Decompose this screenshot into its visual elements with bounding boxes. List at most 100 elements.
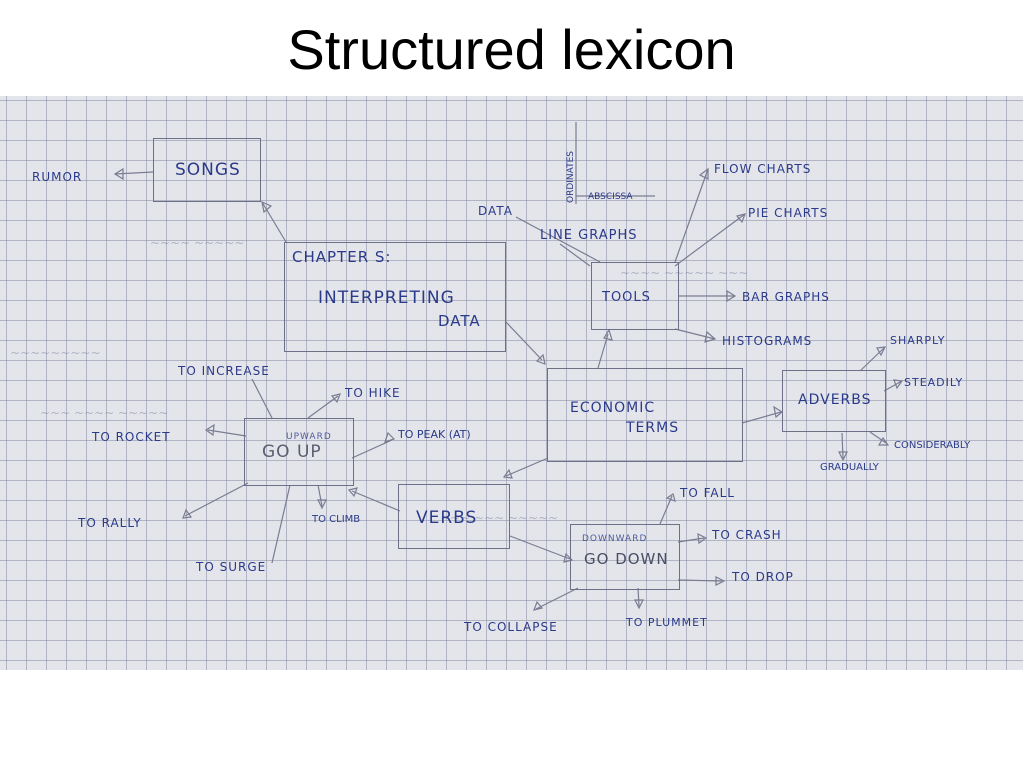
go-down-note: DOWNWARD [582,534,648,544]
chapter-title-line2: DATA [438,312,481,330]
bleed-through-text: ~~~~ ~~~~~ ~~~ [620,266,749,280]
to-hike-label: TO HIKE [345,386,401,400]
go-up-label: GO UP [262,442,322,462]
adverbs-label: ADVERBS [798,392,872,408]
arrowhead [697,532,708,545]
connector [505,457,549,477]
bleed-through-text: ~~~ ~~~ ~~~~~ [440,511,559,525]
economic-terms-line1: ECONOMIC [570,400,656,416]
arrowhead [563,552,574,563]
go-up-note: UPWARD [286,432,332,442]
arrowhead [330,393,341,404]
connector [515,216,601,263]
to-increase-label: TO INCREASE [178,364,270,378]
verbs-label: VERBS [416,508,478,528]
connector [271,484,291,564]
connector [307,395,339,419]
arrowhead [502,468,513,479]
arrowhead [876,346,887,357]
connector [207,429,247,437]
histograms-label: HISTOGRAMS [722,334,813,348]
connector [674,168,709,263]
connector [535,587,579,610]
to-fall-label: TO FALL [680,486,735,500]
arrowhead [384,431,396,443]
connector [351,439,393,459]
arrowhead [665,493,676,502]
connector [251,378,273,419]
to-climb-label: TO CLIMB [312,514,361,525]
steadily-label: STEADILY [904,376,964,389]
arrowhead [698,167,709,180]
arrowhead [715,576,726,586]
bleed-through-text: ~~~~~~~~~ [10,346,101,360]
connector [505,321,543,361]
arrowhead [877,436,890,446]
gradually-label: GRADUALLY [820,462,879,473]
arrowhead [535,353,546,365]
arrowhead [182,508,193,519]
bleed-through-text: ~~~~ ~~~~~ [150,236,245,250]
go-down-label: GO DOWN [584,550,669,568]
bar-graphs-label: BAR GRAPHS [742,290,830,304]
adverbs-box [782,370,886,432]
grid-paper-diagram: ~~~~ ~~~~~ ~~~~ ~~~~~ ~~~ ~~~~~~~~~ ~~~ … [0,96,1023,670]
connector [261,201,287,243]
to-surge-label: TO SURGE [196,560,267,574]
connector [677,537,705,543]
to-collapse-label: TO COLLAPSE [464,620,558,634]
arrowhead [261,200,273,214]
connector [114,171,154,175]
line-graphs-label: LINE GRAPHS [540,228,638,243]
data-label: DATA [478,204,513,218]
tools-box [591,262,679,330]
chapter-box [284,242,506,352]
ordinates-label: ORDINATES [566,150,576,203]
connector [559,243,591,267]
arrowhead [735,213,746,224]
arrowhead [603,328,613,341]
to-crash-label: TO CRASH [712,528,782,542]
economic-terms-box [547,368,743,462]
songs-label: SONGS [175,160,241,180]
to-rocket-label: TO ROCKET [92,430,171,444]
bleed-through-text: ~~~ ~~~~ ~~~~~ [40,406,169,420]
connector [509,535,571,560]
connector [184,482,249,517]
connector [869,431,887,444]
to-peak-label: TO PEAK (AT) [398,428,471,441]
go-up-box [244,418,354,486]
songs-box [153,138,261,202]
arrowhead [773,405,784,419]
to-plummet-label: TO PLUMMET [626,616,708,629]
arrowhead [726,289,737,303]
connector [883,380,903,392]
pie-charts-label: PIE CHARTS [748,206,829,220]
chapter-heading: CHAPTER S: [292,248,392,266]
connector [674,328,716,340]
connector [317,484,323,507]
connector [637,587,640,607]
connector [677,579,723,582]
sharply-label: SHARPLY [890,334,946,347]
to-rally-label: TO RALLY [78,516,142,530]
economic-terms-line2: TERMS [626,420,680,436]
arrowhead [838,451,848,462]
connector-lines [113,122,904,611]
flow-charts-label: FLOW CHARTS [714,162,812,176]
arrowhead [113,167,124,181]
arrowhead [204,423,215,437]
connector [659,495,673,525]
arrowhead [893,379,904,390]
arrowhead [347,487,358,498]
arrowhead [533,600,544,611]
go-down-box [570,524,680,590]
arrowhead [634,599,644,610]
connector [674,213,746,267]
tools-label: TOOLS [602,290,651,305]
abscissa-label: ABSCISSA [588,192,633,202]
chapter-title-line1: INTERPRETING [318,288,455,308]
connector [741,411,782,424]
connector [597,333,609,369]
rumor-label: RUMOR [32,170,83,184]
